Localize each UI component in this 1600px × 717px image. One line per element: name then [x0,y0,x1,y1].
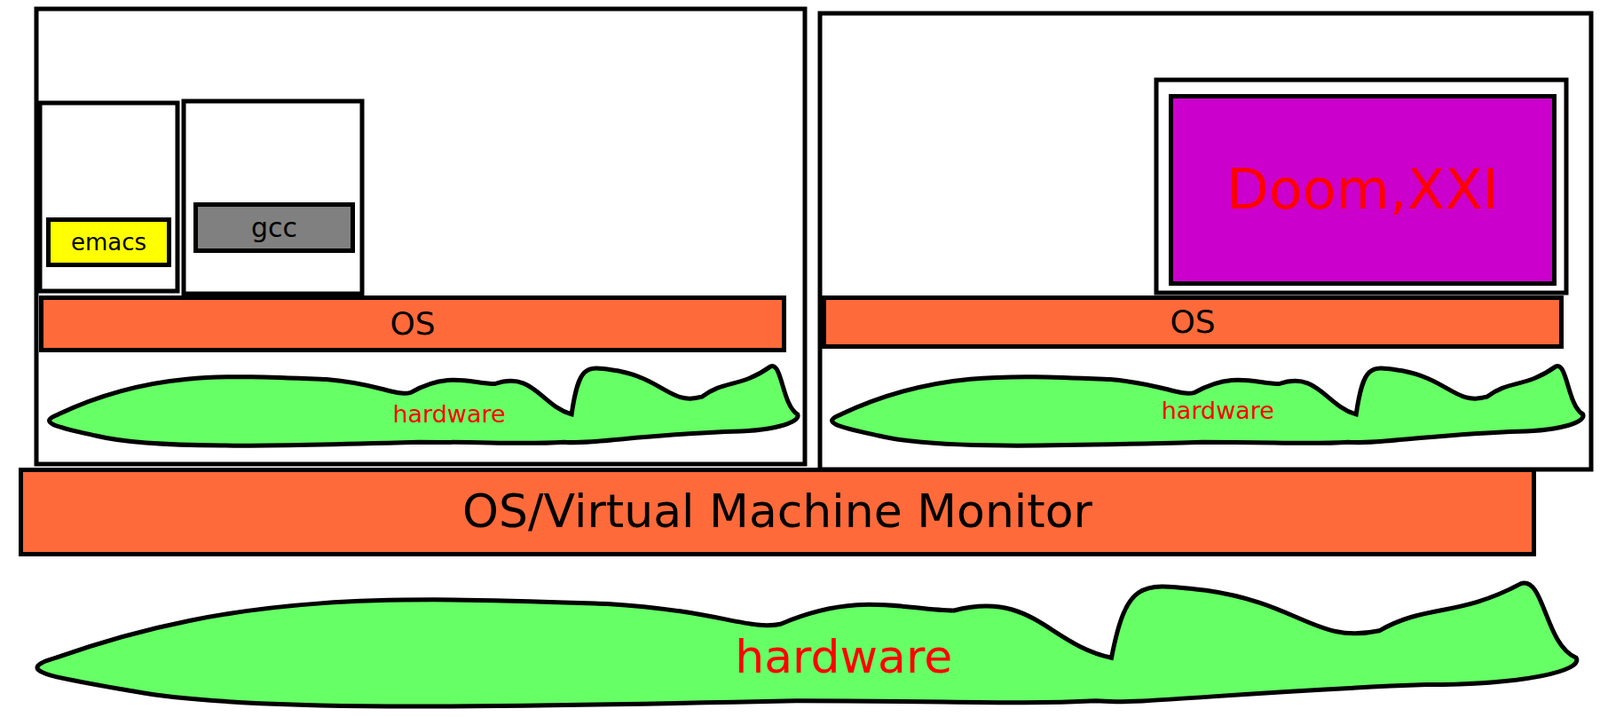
os-band: OS [821,295,1564,349]
node-label: OS [1169,304,1215,340]
hardware-blob: hardware [8,576,1585,712]
node-label: emacs [70,229,147,256]
hardware-blob: hardware [35,362,802,450]
app-window [183,101,363,294]
blob-path [832,366,1584,447]
app-label: gcc [193,202,355,253]
app-window [39,102,178,292]
blob-path [49,366,798,447]
node-label: hardware [734,632,953,684]
app-label: emacs [46,217,172,268]
app-window [1156,79,1567,293]
node-label: OS/Virtual Machine Monitor [462,486,1093,537]
game-window: Doom,XXI [1168,94,1557,286]
virtual-machine-frame [819,13,1592,470]
node-label: hardware [392,401,505,428]
node-label: hardware [1161,397,1275,425]
node-label: OS [389,306,435,342]
os-band: OS [39,295,787,353]
vmm-band: OS/Virtual Machine Monitor [18,467,1537,557]
node-label: gcc [251,212,298,243]
blob-path [37,583,1577,707]
hardware-blob: hardware [818,362,1587,450]
node-label: Doom,XXI [1226,159,1499,221]
virtual-machine-frame [36,8,805,465]
